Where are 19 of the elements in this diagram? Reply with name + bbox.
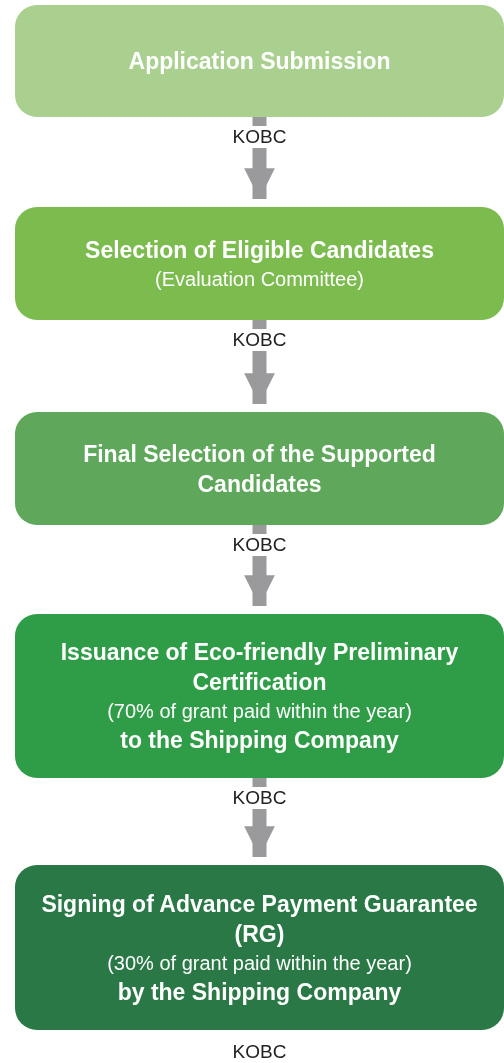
arrow — [244, 320, 275, 404]
step-detail: by the Shipping Company — [117, 977, 402, 1007]
step-title: Issuance of Eco-friendly Preliminary Certification — [59, 638, 460, 697]
process-box — [15, 865, 504, 1030]
process-box — [15, 207, 504, 320]
arrow — [244, 525, 275, 606]
step-note: (Evaluation Committee) — [155, 266, 364, 292]
step-title: Selection of Eligible Candidates — [85, 235, 434, 265]
step-title: Application Submission — [128, 47, 391, 76]
step-title: Final Selection of the Supported Candidates — [82, 439, 437, 499]
process-box — [15, 614, 504, 778]
step-note: (70% of grant paid within the year) — [107, 699, 412, 724]
step-title: Signing of Advance Payment Guarantee (RG) — [41, 889, 478, 949]
arrow — [244, 117, 275, 199]
step-note: (30% of grant paid within the year) — [107, 950, 412, 976]
process-box — [15, 5, 504, 117]
arrow — [244, 778, 275, 857]
step-detail: to the Shipping Company — [120, 726, 399, 755]
process-box — [15, 412, 504, 525]
